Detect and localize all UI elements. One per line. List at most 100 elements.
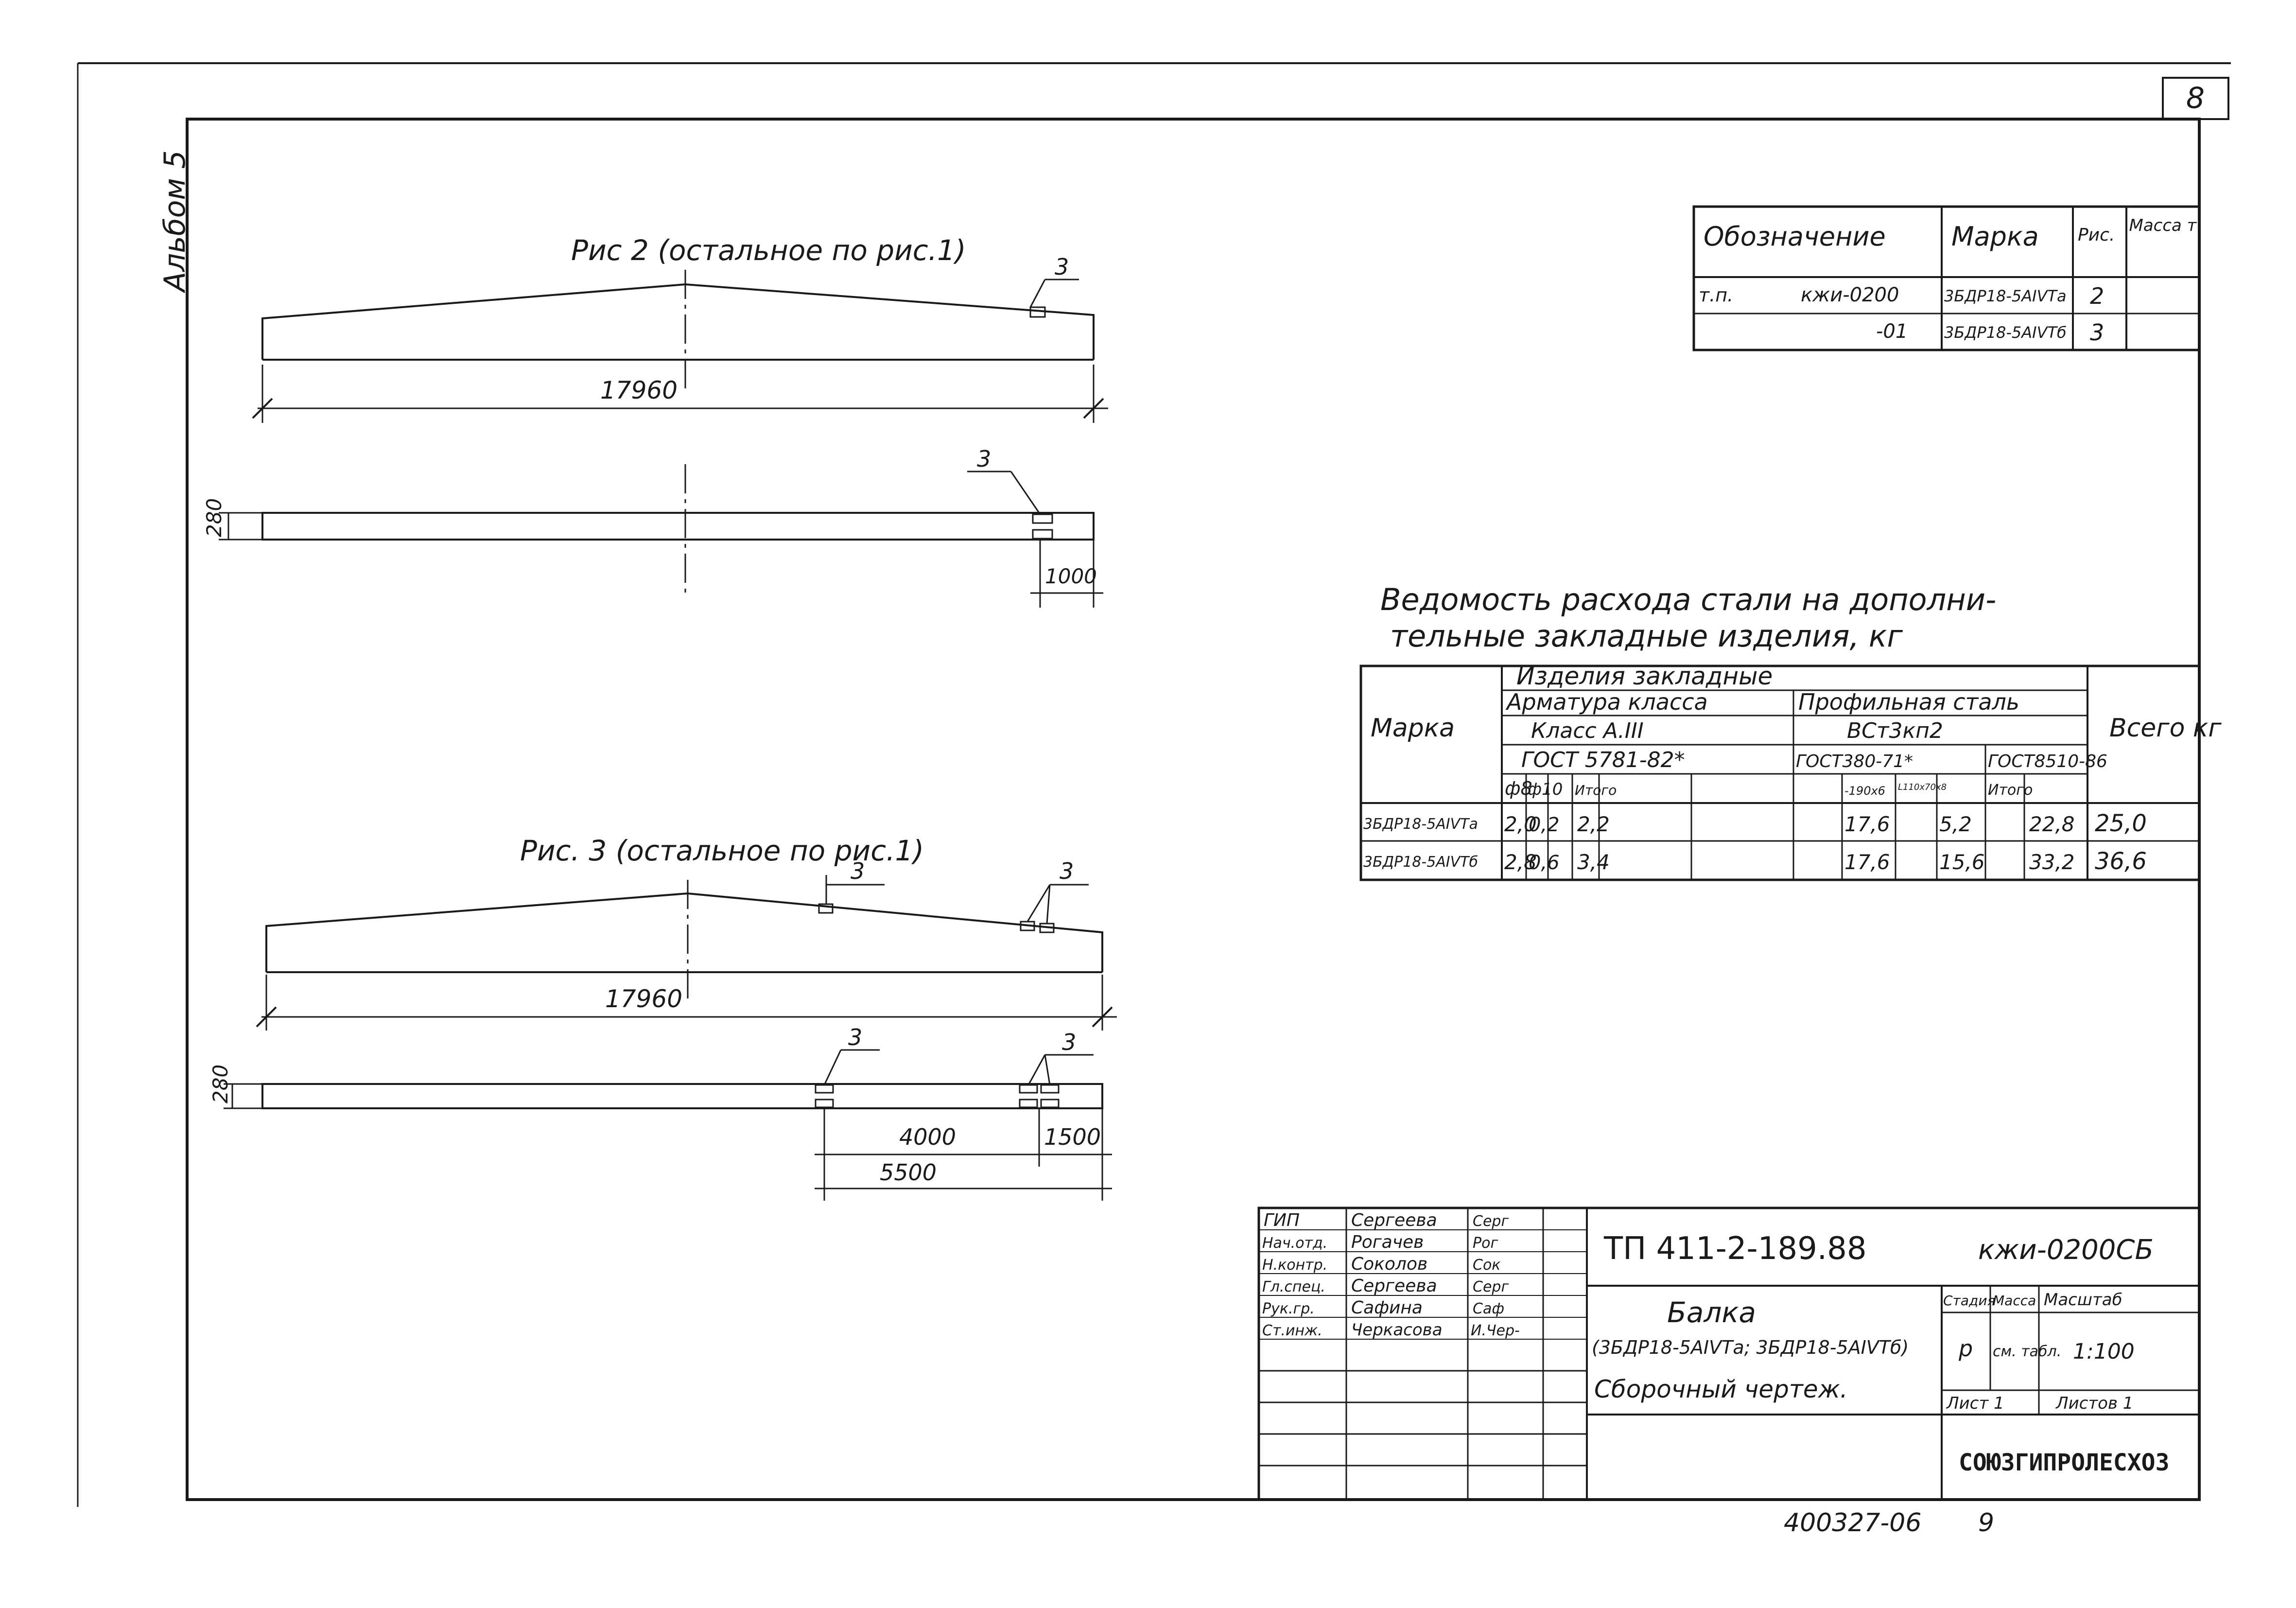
- st-group-main: Изделия закладные: [1516, 662, 1773, 690]
- dt-header-designation: Обозначение: [1704, 221, 1886, 252]
- dt-r2-marka: 3БДР18-5АIVТб: [1944, 323, 2067, 342]
- fig3-callout-end-leader2: [1046, 884, 1051, 924]
- tb-role-1: Нач.отд.: [1262, 1235, 1327, 1252]
- fig2-beam-elevation: [261, 283, 1095, 360]
- steel-table-border: [1359, 664, 2201, 881]
- figure-3: Рис. 3 (остальное по рис.1) 3 3 17960 3: [209, 834, 1117, 1201]
- tb-name-2: Соколов: [1351, 1254, 1427, 1274]
- fig2-caption: Рис 2 (остальное по рис.1): [571, 234, 966, 267]
- st-group-rebar: Арматура класса: [1505, 689, 1708, 715]
- steel-table-title-1: Ведомость расхода стали на дополни-: [1380, 582, 1996, 617]
- fig3-embed-plan-end1-bot: [1019, 1099, 1038, 1108]
- tb-sign-5: И.Чер-: [1471, 1322, 1520, 1339]
- dt-header-mass: Масса т: [2129, 216, 2197, 235]
- tb-name-3: Сергеева: [1351, 1276, 1437, 1296]
- tb-sheets-label: Листов 1: [2055, 1394, 2133, 1413]
- fig3-beam-plan: [261, 1083, 1103, 1109]
- tb-stage-label: Стадия: [1943, 1293, 1995, 1309]
- fig2-embed-elev: [1029, 306, 1046, 318]
- st-r2-c1: 0,6: [1529, 852, 1560, 874]
- tb-role-2: Н.контр.: [1262, 1257, 1327, 1274]
- st-r1-c1: 0,2: [1529, 814, 1560, 836]
- fig2-embed-plan-bottom: [1032, 529, 1053, 540]
- fig2-tick-left: [252, 398, 273, 419]
- st-r2-c6: 17,6: [1844, 850, 1890, 874]
- st-group-profile: Профильная сталь: [1798, 689, 2019, 715]
- fig3-embed-plan-end2-bot: [1040, 1099, 1060, 1108]
- tb-name-1: Рогачев: [1351, 1232, 1424, 1252]
- dt-r1-fig: 2: [2090, 283, 2104, 309]
- st-r1-marka: 3БДР18-5АIVТа: [1363, 816, 1478, 833]
- sheet-number-box: [2162, 77, 2229, 120]
- st-r2-c8: 15,6: [1939, 850, 1985, 874]
- tb-role-0: ГИП: [1264, 1210, 1300, 1230]
- tb-item-marks: (3БДР18-5АIVТа; 3БДР18-5АIVТб): [1592, 1337, 1909, 1358]
- st-r2-c3: 3,4: [1577, 850, 1610, 874]
- st-sub-10: Итого: [1988, 782, 2033, 799]
- tb-name-4: Сафина: [1351, 1298, 1423, 1318]
- tb-sign-0: Серг: [1473, 1213, 1509, 1230]
- st-profile-gost1: ГОСТ380-71*: [1796, 752, 1913, 771]
- fig3-plan-callout-mid-label: 3: [848, 1024, 862, 1050]
- fig3-length-label: 17960: [605, 985, 682, 1013]
- designation-table: Обозначение Марка Рис. Масса т т.п. кжи-…: [1692, 205, 2201, 351]
- steel-table: Ведомость расхода стали на дополни- тель…: [1359, 582, 2222, 881]
- fig2-callout-label: 3: [1055, 254, 1069, 280]
- tb-role-3: Гл.спец.: [1262, 1278, 1325, 1295]
- tb-role-5: Ст.инж.: [1262, 1322, 1322, 1339]
- fig3-plan-callout-end-leader2: [1044, 1054, 1051, 1085]
- tb-role-4: Рук.гр.: [1262, 1300, 1315, 1317]
- st-r1-c10: 22,8: [2029, 812, 2075, 836]
- title-block: ГИП Сергеева Серг Нач.отд. Рогачев Рог Н…: [1257, 1206, 2201, 1501]
- tb-name-0: Сергеева: [1351, 1210, 1437, 1230]
- footer-page: 9: [1978, 1508, 1994, 1538]
- tb-mass-label: Масса: [1993, 1293, 2036, 1309]
- fig3-height-label: 280: [209, 1065, 232, 1103]
- tb-organization: СОЮЗГИПРОЛЕСХОЗ: [1959, 1449, 2169, 1476]
- fig3-callout-end-leader1: [1026, 884, 1051, 922]
- st-sub-1: ф10: [1528, 780, 1563, 799]
- fig3-dim-total-label: 5500: [880, 1159, 937, 1186]
- fig2-callout-leader: [1029, 279, 1046, 308]
- tb-name-5: Черкасова: [1351, 1320, 1443, 1340]
- fig3-embed-plan-end1-top: [1019, 1084, 1038, 1094]
- tb-mass-value: см. табл.: [1993, 1343, 2061, 1360]
- tb-project-code: ТП 411-2-189.88: [1603, 1231, 1867, 1267]
- fig3-plan-callout-end-leader: [1027, 1054, 1046, 1085]
- dt-r1-code: кжи-0200: [1801, 284, 1899, 306]
- dt-r2-code: -01: [1876, 320, 1908, 343]
- footer-code: 400327-06: [1784, 1508, 1921, 1538]
- st-r1-total: 25,0: [2095, 810, 2147, 837]
- fig2-plan-callout-label: 3: [977, 446, 991, 472]
- fig2-embed-plan-top: [1032, 513, 1053, 524]
- tb-stage-value: р: [1958, 1335, 1973, 1362]
- fig3-embed-plan-mid-bot: [815, 1099, 834, 1108]
- st-rebar-gost: ГОСТ 5781-82*: [1521, 748, 1685, 772]
- st-r1-c6: 17,6: [1844, 812, 1890, 836]
- st-r1-c8: 5,2: [1939, 812, 1972, 836]
- fig3-dim-b-label: 1500: [1044, 1124, 1101, 1150]
- st-rebar-class: Класс А.III: [1531, 718, 1644, 743]
- fig2-beam-plan: [261, 512, 1095, 541]
- sheet-number: 8: [2186, 81, 2205, 115]
- fig3-caption: Рис. 3 (остальное по рис.1): [520, 834, 924, 867]
- fig2-height-label: 280: [202, 498, 226, 537]
- fig3-plan-callout-end-label: 3: [1062, 1029, 1076, 1055]
- st-r2-total: 36,6: [2095, 848, 2147, 875]
- st-col-marka-label: Марка: [1371, 714, 1455, 743]
- fig3-tick-right: [1092, 1006, 1113, 1028]
- album-label: Альбом 5: [158, 150, 192, 294]
- steel-table-title-2: тельные закладные изделия, кг: [1390, 618, 1903, 654]
- fig3-dim-a-label: 4000: [899, 1124, 956, 1150]
- st-col-total-label: Всего кг: [2109, 714, 2222, 743]
- dt-header-fig: Рис.: [2078, 225, 2115, 245]
- fig3-callout-end-label: 3: [1060, 858, 1074, 884]
- tb-item-title: Балка: [1667, 1296, 1756, 1329]
- fig3-embed-plan-end2-top: [1040, 1084, 1060, 1094]
- dt-r2-fig: 3: [2090, 319, 2104, 346]
- tb-scale-label: Масштаб: [2044, 1290, 2122, 1310]
- fig2-plan-callout-leader: [1010, 471, 1041, 515]
- fig3-callout-mid-label: 3: [851, 858, 865, 884]
- st-r2-c10: 33,2: [2029, 850, 2075, 874]
- st-profile-grade: ВСт3кп2: [1847, 718, 1943, 743]
